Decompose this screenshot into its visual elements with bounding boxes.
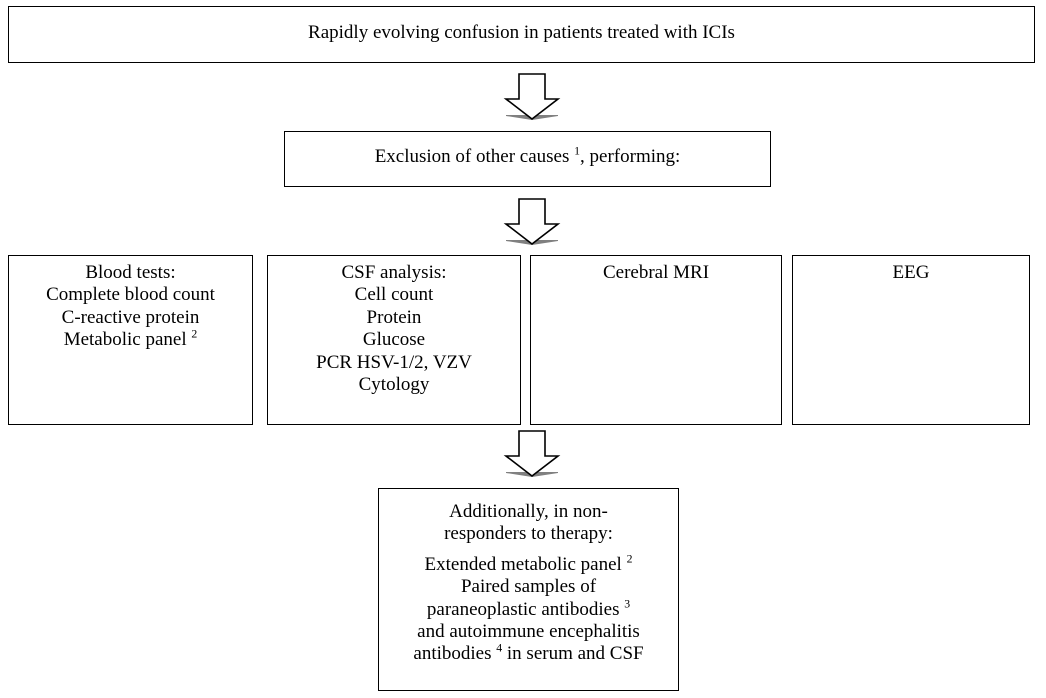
csf-analysis-text-container: CSF analysis: Cell count Protein Glucose…	[268, 256, 520, 396]
additional-antibodies-footnote-marker: 4	[496, 642, 503, 656]
arrow-root-to-exclusion	[503, 73, 561, 121]
blood-tests-item: C-reactive protein	[61, 306, 200, 328]
additional-paraneoplastic-footnote-marker: 3	[624, 597, 631, 611]
blood-tests-item-text: Metabolic panel	[63, 329, 187, 351]
additional-paraneoplastic-text: paraneoplastic antibodies	[426, 598, 620, 620]
additional-tests-item: antibodies 4 in serum and CSF	[379, 643, 678, 665]
cerebral-mri-label: Cerebral MRI	[602, 262, 710, 283]
blood-tests-text-container: Blood tests: Complete blood count C-reac…	[9, 256, 252, 352]
additional-tests-text-container: Additionally, in non- responders to ther…	[379, 489, 678, 666]
exclusion-text-after: , performing:	[580, 146, 681, 167]
additional-tests-node: Additionally, in non- responders to ther…	[378, 488, 679, 691]
additional-tests-item: paraneoplastic antibodies 3	[379, 597, 678, 621]
exclusion-text-before: Exclusion of other causes	[374, 146, 570, 167]
eeg-node: EEG	[792, 255, 1030, 425]
csf-analysis-heading: CSF analysis:	[341, 262, 447, 283]
root-node: Rapidly evolving confusion in patients t…	[8, 6, 1035, 63]
exclusion-node: Exclusion of other causes 1, performing:	[284, 131, 771, 187]
cerebral-mri-text-container: Cerebral MRI	[531, 256, 781, 284]
additional-extended-text: Extended metabolic panel	[424, 553, 622, 575]
eeg-text-container: EEG	[793, 256, 1029, 284]
additional-extended-footnote-marker: 2	[626, 552, 633, 566]
arrow-tests-to-additional	[503, 430, 561, 478]
additional-tests-item: and autoimmune encephalitis	[417, 621, 640, 643]
additional-tests-item: Paired samples of	[460, 576, 597, 598]
additional-tests-heading: responders to therapy:	[444, 523, 613, 545]
csf-analysis-node: CSF analysis: Cell count Protein Glucose…	[267, 255, 521, 425]
root-node-text-container: Rapidly evolving confusion in patients t…	[9, 7, 1034, 44]
additional-antibodies-tail: in serum and CSF	[506, 643, 644, 665]
root-node-label: Rapidly evolving confusion in patients t…	[308, 22, 735, 43]
cerebral-mri-node: Cerebral MRI	[530, 255, 782, 425]
additional-tests-spacer	[379, 546, 678, 554]
csf-analysis-item: Cell count	[354, 284, 434, 306]
blood-tests-heading: Blood tests:	[85, 262, 176, 283]
csf-analysis-item: PCR HSV-1/2, VZV	[316, 351, 472, 373]
blood-tests-item: Metabolic panel 2	[9, 329, 252, 351]
exclusion-footnote-marker: 1	[574, 144, 581, 158]
blood-tests-footnote-marker: 2	[191, 327, 198, 341]
exclusion-node-text-container: Exclusion of other causes 1, performing:	[285, 132, 770, 168]
csf-analysis-item: Protein	[366, 306, 422, 328]
additional-tests-item: Extended metabolic panel 2	[379, 552, 678, 576]
exclusion-node-label: Exclusion of other causes 1, performing:	[285, 144, 770, 168]
eeg-label: EEG	[892, 262, 930, 283]
additional-antibodies-text: antibodies	[413, 643, 492, 665]
csf-analysis-item: Cytology	[358, 374, 430, 396]
csf-analysis-item: Glucose	[362, 329, 426, 351]
additional-tests-heading: Additionally, in non-	[449, 501, 608, 522]
blood-tests-item: Complete blood count	[46, 284, 215, 306]
blood-tests-node: Blood tests: Complete blood count C-reac…	[8, 255, 253, 425]
arrow-exclusion-to-tests	[503, 198, 561, 246]
